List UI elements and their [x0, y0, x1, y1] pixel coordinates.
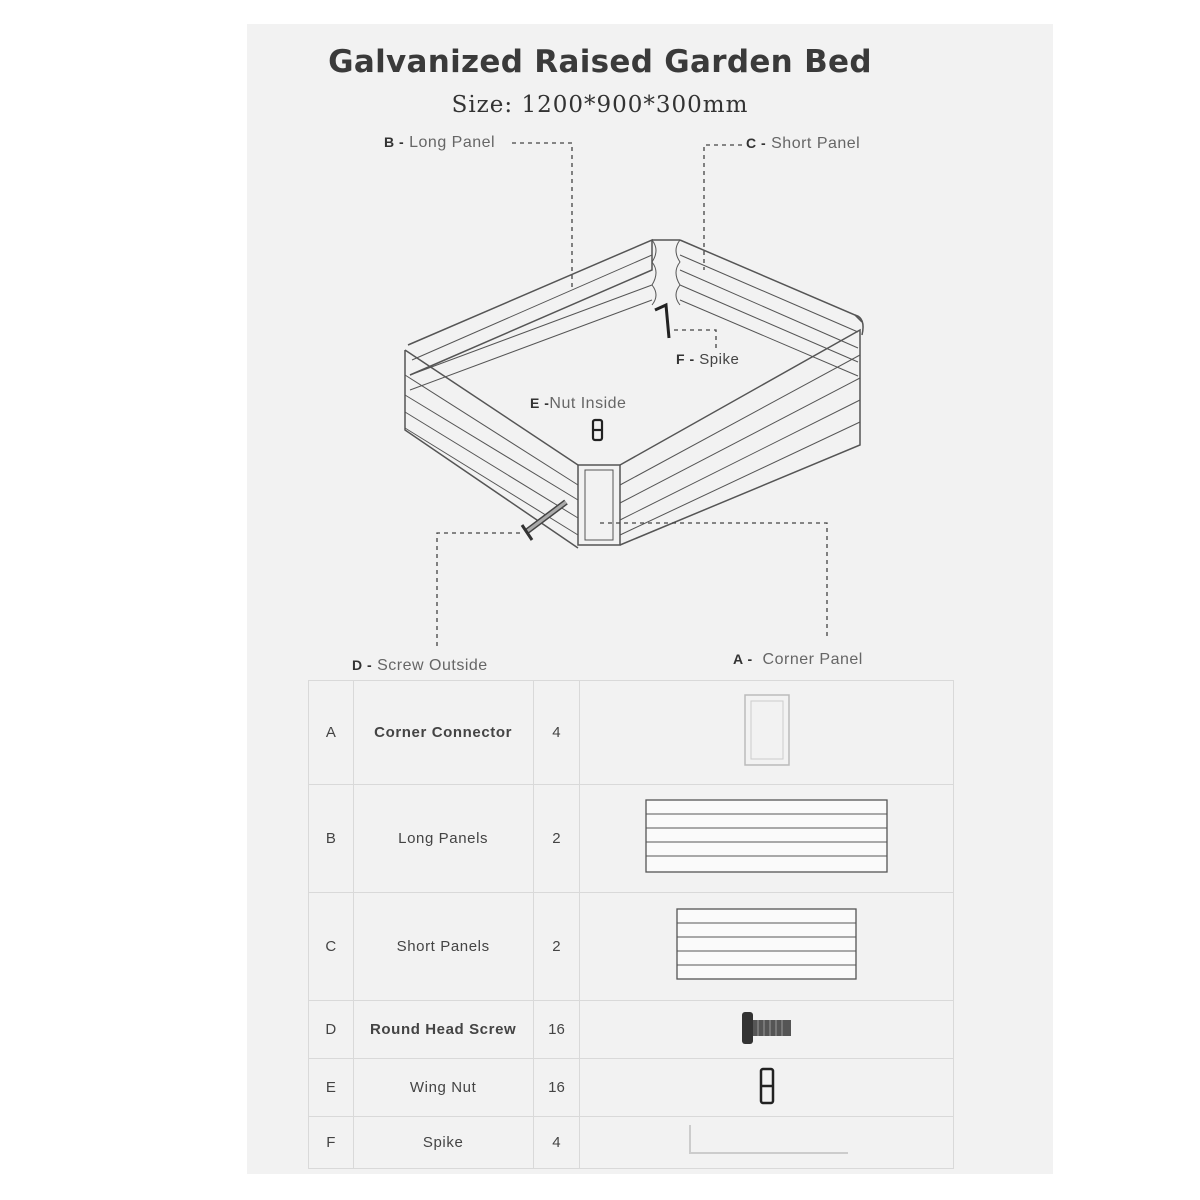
part-name: Spike: [352, 1116, 534, 1169]
table-row: F Spike 4: [308, 1116, 954, 1169]
part-qty: 16: [532, 1058, 581, 1117]
part-code: A: [308, 680, 354, 785]
screw-label: D - Screw Outside: [352, 657, 488, 674]
short-panel-icon: [676, 907, 857, 980]
screw-icon: [520, 499, 568, 541]
spike-icon: [654, 302, 671, 339]
long-panel-icon: [645, 798, 888, 873]
part-code: F: [308, 1116, 354, 1169]
long-panel-label: B - Long Panel: [384, 134, 496, 151]
screw-icon: [741, 1011, 791, 1044]
table-row: E Wing Nut 16: [308, 1058, 954, 1117]
part-code: E: [308, 1058, 354, 1117]
part-name: Round Head Screw: [352, 1000, 534, 1059]
table-row: D Round Head Screw 16: [308, 1000, 954, 1059]
part-code: D: [308, 1000, 354, 1059]
part-code: B: [308, 784, 354, 893]
part-qty: 4: [532, 1116, 581, 1169]
part-code: C: [308, 892, 354, 1001]
wing-nut-icon: [591, 418, 604, 442]
back-long-panel: [407, 238, 653, 376]
table-row: B Long Panels 2: [308, 784, 954, 893]
part-qty: 4: [532, 680, 581, 785]
front-corner-connector: [577, 464, 621, 546]
part-qty: 2: [532, 892, 581, 1001]
table-row: C Short Panels 2: [308, 892, 954, 1001]
front-short-panel: [619, 328, 861, 546]
part-name: Long Panels: [352, 784, 534, 893]
corner-panel-label: A - Corner Panel: [733, 651, 863, 668]
spike-icon: [688, 1124, 848, 1154]
part-qty: 16: [532, 1000, 581, 1059]
part-qty: 2: [532, 784, 581, 893]
front-long-panel: [404, 350, 579, 549]
garden-bed-diagram: [404, 142, 864, 650]
wing-nut-icon: [759, 1067, 774, 1104]
size-spec: Size: 1200*900*300mm: [451, 92, 749, 118]
table-row: A Corner Connector 4: [308, 680, 954, 785]
spike-label: F - Spike: [676, 351, 740, 368]
short-panel-label: C - Short Panel: [746, 135, 861, 152]
parts-table: A Corner Connector 4 B Long Panels 2 C S…: [308, 680, 954, 1169]
page-title: Galvanized Raised Garden Bed: [328, 44, 872, 80]
part-name: Corner Connector: [352, 680, 534, 785]
part-name: Short Panels: [352, 892, 534, 1001]
corner-connector-icon: [743, 693, 790, 766]
part-name: Wing Nut: [352, 1058, 534, 1117]
nut-label: E -Nut Inside: [530, 395, 627, 412]
